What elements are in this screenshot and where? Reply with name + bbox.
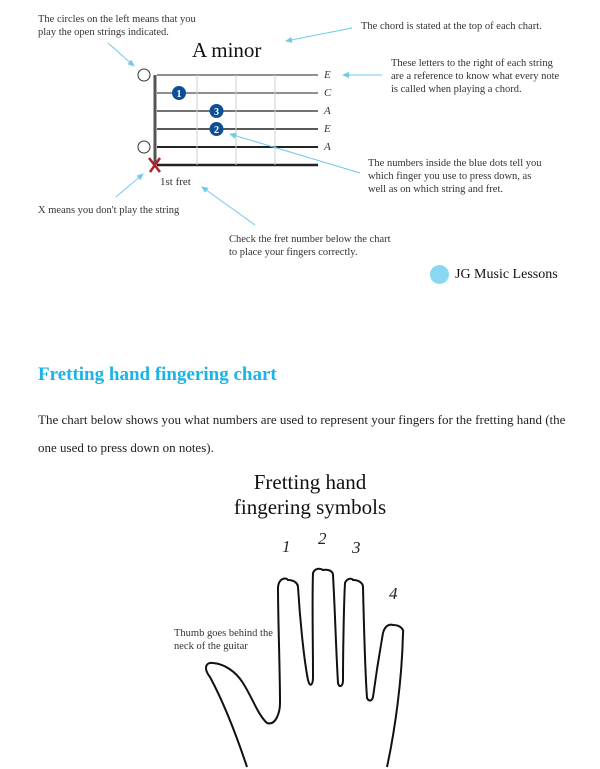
finger-dot-number: 2: [214, 125, 219, 136]
hand-title-line1: Fretting hand: [253, 470, 367, 494]
finger-number-1: 1: [282, 537, 291, 556]
string-label: C: [324, 87, 332, 99]
section-paragraph: The chart below shows you what numbers a…: [38, 412, 566, 455]
finger-number-4: 4: [389, 584, 398, 603]
finger-number-3: 3: [352, 538, 361, 557]
numbers-note: The numbers inside the blue dots tell yo…: [368, 158, 542, 195]
finger-dot: [209, 122, 224, 136]
string-label: E: [324, 69, 331, 81]
hand-outline: [205, 567, 405, 768]
finger-dot-number: 1: [177, 89, 182, 100]
fret-label: 1st fret: [160, 176, 191, 188]
finger-dot-number: 3: [214, 107, 219, 118]
chord-name-note: The chord is stated at the top of each c…: [361, 21, 542, 32]
string-label: E: [324, 123, 331, 135]
fret-number-note: Check the fret number below the chart to…: [229, 234, 391, 258]
annotation-arrows: [107, 27, 382, 226]
x-mark-note: X means you don't play the string: [38, 205, 180, 216]
muted-string-x: [148, 157, 162, 173]
open-circles-note: The circles on the left means that you p…: [38, 14, 196, 38]
string-label: A: [324, 141, 331, 153]
hand-title-line2: fingering symbols: [233, 495, 387, 519]
letters-note: These letters to the right of each strin…: [391, 58, 560, 95]
guitar-logo-icon: [430, 265, 449, 284]
open-string-circle: [137, 140, 151, 154]
open-string-circle: [137, 68, 151, 82]
chord-title: A minor: [192, 38, 262, 62]
brand-name: JG Music Lessons: [455, 267, 558, 282]
finger-number-2: 2: [318, 529, 327, 548]
thumb-note: Thumb goes behind the neck of the guitar: [174, 628, 273, 652]
finger-dot: [209, 104, 224, 118]
string-label: A: [324, 105, 331, 117]
section-heading: Fretting hand fingering chart: [38, 364, 277, 385]
finger-dot: [172, 86, 186, 100]
hand-chart-title: Fretting hand fingering symbols: [200, 470, 420, 520]
